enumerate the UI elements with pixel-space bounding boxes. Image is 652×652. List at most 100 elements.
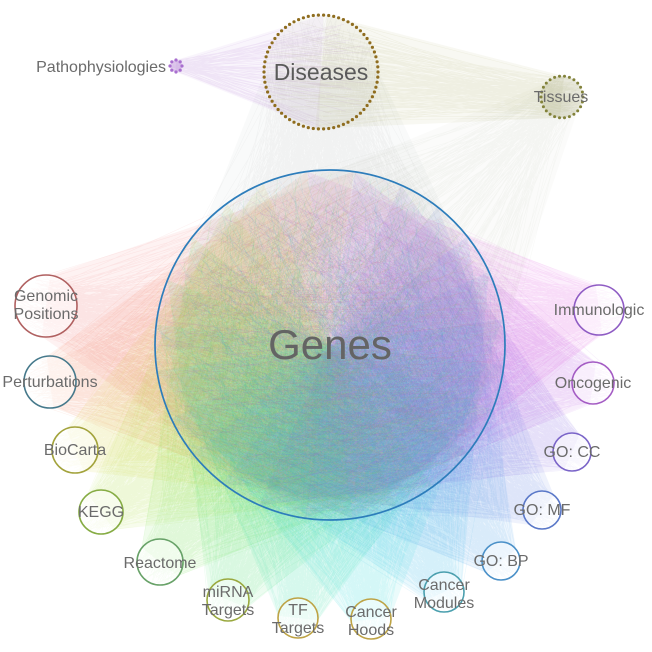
label-line: TF (288, 602, 308, 619)
node-dot-pathophysiologies (178, 68, 182, 72)
edge-fan-oncogenic-genes (155, 175, 614, 516)
node-oncogenic[interactable] (571, 361, 615, 405)
edge-fan-go_mf-genes (160, 174, 561, 530)
node-dot-diseases (273, 36, 277, 41)
node-dot-diseases (263, 80, 267, 84)
label-line: Targets (272, 620, 324, 637)
node-reactome[interactable] (136, 538, 184, 586)
node-go_mf[interactable] (522, 490, 562, 530)
node-dot-tissues (572, 112, 576, 116)
node-dot-diseases (266, 90, 270, 94)
edge-fan-tf_targets-genes (158, 178, 505, 638)
edge-fan-immunologic-genes (157, 182, 624, 512)
edge-fan-cancer_hoods-genes (155, 177, 485, 639)
node-dot-pathophysiologies (168, 64, 172, 68)
edge-wedge-go_cc-genes (259, 184, 580, 506)
node-dot-diseases (322, 127, 326, 131)
node-dot-diseases (283, 115, 288, 119)
node-dot-diseases (270, 41, 274, 45)
edge-wedge-go_mf-genes (222, 206, 554, 525)
label-line: Immunologic (554, 302, 645, 319)
node-circle-oncogenic (571, 361, 615, 405)
node-dot-tissues (579, 85, 583, 89)
node-dot-pathophysiologies (178, 60, 182, 64)
node-dot-tissues (540, 90, 544, 94)
node-dot-diseases (337, 124, 341, 128)
node-dot-diseases (358, 111, 362, 115)
node-dot-diseases (372, 50, 376, 54)
node-dot-diseases (280, 29, 284, 33)
node-circle-reactome (136, 538, 184, 586)
label-line: GO: BP (473, 553, 528, 570)
node-genes[interactable] (154, 169, 506, 521)
node-dot-tissues (558, 116, 561, 120)
label-line: Genes (268, 321, 392, 368)
node-cancer_hoods[interactable] (350, 598, 392, 640)
nodes-layer (14, 13, 625, 640)
edge-wedge-biocarta-genes (66, 183, 397, 507)
node-dot-diseases (306, 126, 310, 130)
node-dot-tissues (548, 78, 552, 82)
node-circle-cancer_hoods (350, 598, 392, 640)
edge-fan-perturbations-genes (24, 173, 504, 515)
node-circle-tf_targets (277, 597, 319, 639)
node-tf_targets[interactable] (277, 597, 319, 639)
label-go_bp: GO: BP (473, 553, 528, 570)
node-dot-pathophysiologies (180, 64, 184, 68)
label-diseases: Diseases (274, 59, 369, 85)
label-line: Oncogenic (555, 375, 632, 392)
node-dot-diseases (374, 55, 378, 59)
node-dot-diseases (376, 75, 380, 79)
node-dot-diseases (292, 20, 296, 24)
node-go_bp[interactable] (481, 541, 521, 581)
node-perturbations[interactable] (23, 355, 77, 409)
edge-wedge-genomic_positions-genes (41, 171, 354, 519)
node-kegg[interactable] (78, 489, 124, 535)
edge-wedge-reactome-genes (141, 237, 468, 577)
node-dot-diseases (306, 14, 310, 18)
label-line: BioCarta (44, 442, 106, 459)
node-dot-diseases (341, 122, 345, 126)
node-tissues[interactable] (539, 74, 585, 120)
edge-fan-tissues-genes (159, 76, 583, 508)
edge-wedge-immunologic-genes (307, 171, 603, 519)
node-dot-diseases (288, 22, 292, 26)
node-dot-diseases (341, 18, 345, 22)
node-dot-diseases (362, 107, 366, 112)
edge-wedge-kegg-genes (88, 203, 434, 530)
node-mirna_targets[interactable] (206, 578, 250, 622)
edge-fan-reactome-genes (137, 173, 485, 585)
edge-fan-tissues-diseases (265, 18, 581, 129)
node-fill-diseases (264, 15, 378, 129)
node-dot-tissues (576, 81, 580, 85)
node-dot-diseases (372, 90, 376, 94)
node-dot-diseases (311, 13, 315, 18)
node-dot-diseases (288, 118, 292, 122)
node-go_cc[interactable] (552, 432, 592, 472)
node-dot-diseases (365, 36, 369, 41)
label-line: Tissues (534, 89, 589, 106)
node-dot-diseases (370, 45, 374, 49)
edge-fan-mirna_targets-genes (158, 173, 500, 621)
node-dot-diseases (376, 65, 380, 69)
node-circle-cancer_modules (423, 571, 465, 613)
node-biocarta[interactable] (51, 426, 99, 474)
node-dot-diseases (276, 107, 280, 112)
node-pathophysiologies[interactable] (168, 58, 184, 74)
node-dot-tissues (548, 112, 552, 116)
label-tissues: Tissues (534, 89, 589, 106)
edge-wedge-tf_targets-genes (156, 324, 504, 621)
edge-fan-cancer_modules-genes (157, 173, 504, 612)
node-immunologic[interactable] (573, 284, 625, 336)
node-genomic_positions[interactable] (14, 274, 78, 338)
node-diseases[interactable] (262, 13, 380, 131)
label-line: GO: MF (514, 502, 571, 519)
edge-wedge-cancer_hoods-genes (156, 319, 504, 622)
node-dot-diseases (301, 124, 305, 128)
node-dot-diseases (262, 75, 266, 79)
node-dot-diseases (370, 95, 374, 99)
node-cancer_modules[interactable] (423, 571, 465, 613)
node-dot-tissues (579, 105, 583, 109)
